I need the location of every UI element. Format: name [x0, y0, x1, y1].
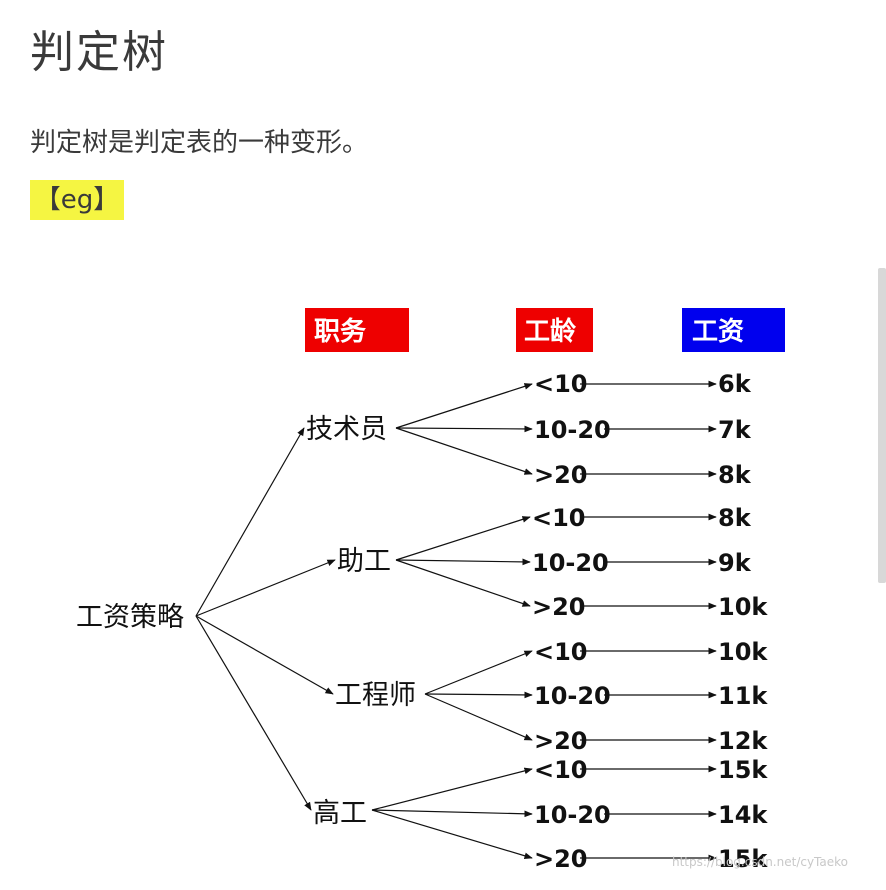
root-node: 工资策略 [76, 602, 184, 633]
edge-position-to-years [371, 809, 533, 818]
edge-position-to-years [424, 650, 533, 695]
edge-root-to-position [195, 615, 312, 811]
scrollbar[interactable] [878, 268, 886, 583]
years-label: >20 [532, 593, 586, 621]
watermark: https://blog.csdn.net/cyTaeko [672, 855, 848, 869]
edge-root-to-position [195, 615, 334, 695]
years-label: 10-20 [534, 801, 611, 829]
years-label: <10 [534, 756, 588, 784]
edge-position-to-years [424, 691, 533, 699]
years-label: >20 [534, 845, 588, 873]
years-label: <10 [534, 370, 588, 398]
edge-root-to-position [195, 427, 305, 617]
edge-position-to-years [424, 693, 533, 741]
tree-edges [195, 380, 717, 862]
header-job-badge [305, 308, 409, 352]
years-label: >20 [534, 727, 588, 755]
salary-label: 12k [718, 727, 768, 755]
intro-paragraph: 判定树是判定表的一种变形。 [30, 128, 369, 158]
header-seniority-label: 工龄 [524, 316, 577, 347]
position-node: 助工 [337, 546, 391, 577]
edge-position-to-years [371, 809, 533, 860]
salary-label: 10k [718, 638, 768, 666]
years-label: 10-20 [534, 416, 611, 444]
salary-label: 7k [718, 416, 752, 444]
header-salary: 工资 [682, 308, 785, 352]
salary-label: 14k [718, 801, 768, 829]
edge-position-to-years [395, 427, 533, 475]
eg-highlight-label: 【eg】 [30, 180, 124, 220]
edge-position-to-years [395, 516, 531, 561]
edge-position-to-years [395, 383, 533, 429]
years-label: <10 [534, 638, 588, 666]
salary-label: 8k [718, 504, 752, 532]
salary-label: 15k [718, 756, 768, 784]
years-label: <10 [532, 504, 586, 532]
position-node: 高工 [313, 798, 367, 829]
years-label: >20 [534, 461, 588, 489]
salary-label: 10k [718, 593, 768, 621]
position-node: 技术员 [306, 414, 387, 445]
years-label: 10-20 [534, 682, 611, 710]
header-job: 职务 [305, 308, 409, 352]
edge-root-to-position [195, 559, 336, 617]
edge-position-to-years [395, 558, 531, 566]
edge-position-to-years [395, 559, 531, 607]
salary-label: 6k [718, 370, 752, 398]
header-job-label: 职务 [314, 317, 366, 347]
salary-label: 9k [718, 549, 752, 577]
edge-position-to-years [371, 767, 533, 811]
page-title: 判定树 [30, 27, 168, 78]
edge-position-to-years [395, 425, 533, 433]
position-node: 工程师 [335, 680, 416, 711]
header-seniority: 工龄 [516, 308, 593, 352]
header-seniority-badge [516, 308, 593, 352]
salary-label: 8k [718, 461, 752, 489]
header-salary-label: 工资 [692, 317, 744, 347]
salary-label: 15k [718, 845, 768, 873]
header-salary-badge [682, 308, 785, 352]
salary-label: 11k [718, 682, 768, 710]
years-label: 10-20 [532, 549, 609, 577]
